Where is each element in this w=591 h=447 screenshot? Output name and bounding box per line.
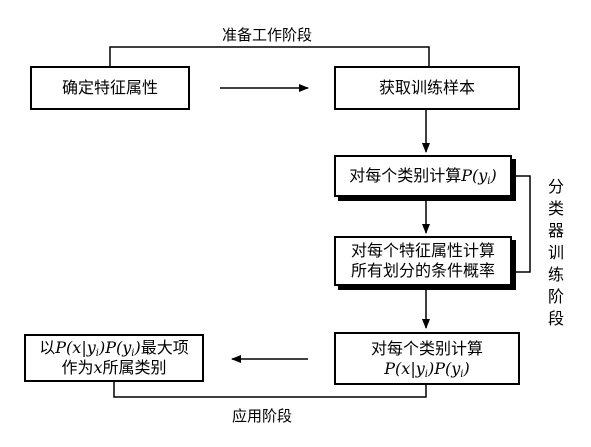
training-char-6: 阶 [547,287,564,306]
calc-conditional-line1: 对每个特征属性计算 [350,241,495,260]
posterior-f1-sub: i [424,368,428,380]
calc-prior-close: ) [490,166,497,185]
box-calc-conditional: 对每个特征属性计算 所有划分的条件概率 [334,236,512,286]
calc-posterior-line2: P(x|yi)P(yi) [384,358,470,380]
calc-prior-sub: i [487,176,491,187]
result-line2-var: x [93,358,103,377]
box-get-training-samples: 获取训练样本 [334,66,520,110]
box-result: 以P(x|yi)P(yi)最大项 作为x所属类别 [24,334,204,382]
bottom-bracket [113,382,427,398]
result-line2-pre: 作为 [61,358,94,377]
calc-posterior-line1: 对每个类别计算 [370,338,483,358]
top-bracket [109,46,430,66]
posterior-f1: P(x|y [384,358,425,378]
box-calc-posterior: 对每个类别计算 P(x|yi)P(yi) [334,332,520,385]
result-f2: )P(y [98,338,132,357]
side-bracket [516,175,531,273]
box-get-training-samples-text: 获取训练样本 [378,78,475,97]
training-char-7: 段 [547,309,564,328]
result-line2: 作为x所属类别 [61,358,166,378]
result-f3: ) [134,338,141,357]
result-f1: P(x|y [55,338,96,357]
posterior-f2-sub: i [460,368,464,380]
result-line1: 以P(x|yi)P(yi)最大项 [39,338,189,359]
training-char-2: 类 [547,199,564,218]
training-char-5: 练 [547,265,564,284]
box-calc-prior: 对每个类别计算P(yi) [334,155,512,197]
stage-label-application: 应用阶段 [232,407,293,425]
result-line2-post: 所属类别 [102,358,167,377]
training-char-1: 分 [547,177,564,196]
stage-label-preparation: 准备工作阶段 [222,26,313,44]
calc-conditional-line2: 所有划分的条件概率 [350,261,495,280]
box-calc-prior-text: 对每个类别计算P(yi) [349,166,497,187]
training-char-3: 器 [547,221,564,240]
result-f1-sub: i [95,348,99,359]
result-post: 最大项 [140,338,189,357]
result-f2-sub: i [131,348,135,359]
calc-prior-formula: P(y [461,166,488,185]
calc-prior-prefix: 对每个类别计算 [349,166,462,185]
box-determine-features-text: 确定特征属性 [61,78,158,97]
box-determine-features: 确定特征属性 [30,66,190,110]
posterior-f2: )P(y [427,358,461,378]
training-char-4: 训 [547,243,564,262]
stage-label-training: 分 类 器 训 练 阶 段 [546,176,566,330]
posterior-f3: ) [463,358,470,378]
result-pre: 以 [39,338,56,357]
